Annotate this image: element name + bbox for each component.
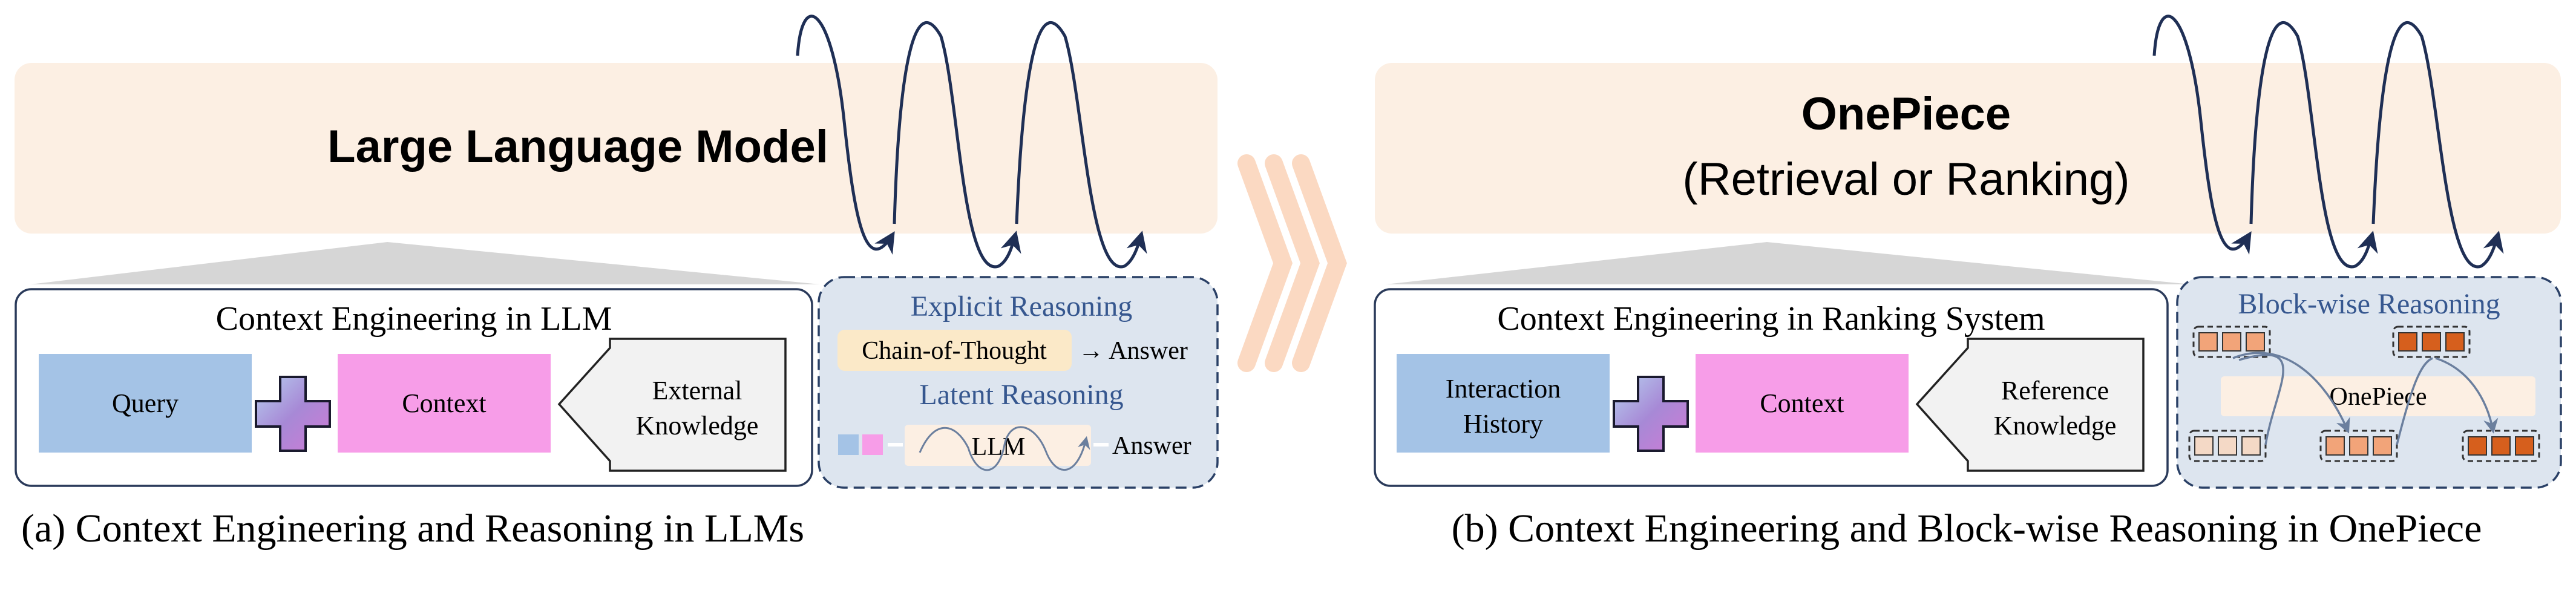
interaction-history-line1: Interaction	[1446, 374, 1561, 404]
latent-loop-line	[919, 426, 1090, 471]
onepiece-inner-label: OnePiece	[2330, 383, 2427, 411]
query-label: Query	[112, 388, 179, 418]
latent-answer-label: Answer	[1112, 432, 1191, 460]
transition-chevrons	[1237, 154, 1347, 372]
context-block	[338, 354, 551, 453]
blockwise-arrow-2	[2396, 357, 2493, 445]
caption-a: (a) Context Engineering and Reasoning in…	[21, 506, 804, 551]
latent-context-token	[862, 434, 883, 455]
external-knowledge-arrow	[557, 338, 787, 472]
block-item	[2491, 436, 2511, 456]
latent-query-token	[838, 434, 859, 455]
ranking-context-label: Context	[1760, 388, 1844, 418]
onepiece-model-bar	[1375, 63, 2561, 234]
block-item	[2222, 332, 2241, 352]
interaction-history-block	[1397, 354, 1610, 453]
chevron-1	[1237, 154, 1293, 372]
interaction-history-line2: History	[1463, 409, 1543, 439]
block-item	[2194, 436, 2214, 456]
caption-b: (b) Context Engineering and Block-wise R…	[1452, 506, 2482, 551]
explicit-answer-label: → Answer	[1078, 337, 1188, 365]
projection-shape	[30, 242, 820, 284]
external-knowledge-line1: External	[652, 376, 742, 405]
plus-icon-b	[1613, 376, 1689, 452]
query-block	[39, 354, 252, 453]
block-item	[2218, 436, 2237, 456]
block-item	[2325, 436, 2345, 456]
ranking-context-box-title: Context Engineering in Ranking System	[1497, 300, 2045, 338]
projection-shape-b	[1386, 242, 2191, 284]
chain-of-thought-block	[837, 330, 1072, 371]
panel-a: Large Language Model Context Engineering…	[15, 15, 1219, 551]
block-item	[2515, 436, 2534, 456]
chevron-2	[1265, 154, 1320, 372]
block-item	[2468, 436, 2487, 456]
llm-loop-arrow-1	[796, 15, 895, 255]
block-item	[2241, 436, 2261, 456]
latent-reasoning-title: Latent Reasoning	[919, 379, 1123, 411]
plus-icon	[255, 376, 331, 452]
block-item	[2349, 436, 2368, 456]
onepiece-loop-arrow-1	[2152, 15, 2252, 255]
context-label: Context	[402, 388, 486, 418]
chain-of-thought-label: Chain-of-Thought	[862, 337, 1047, 365]
block-item	[2198, 332, 2218, 352]
onepiece-model-subtitle: (Retrieval or Ranking)	[1682, 154, 2129, 205]
onepiece-inner-bar	[2221, 376, 2535, 416]
blockwise-reasoning-title: Block-wise Reasoning	[2238, 288, 2500, 320]
reference-knowledge-line1: Reference	[2001, 376, 2109, 405]
onepiece-model-title: OnePiece	[1801, 88, 2011, 140]
onepiece-loop-arrow-2	[2249, 21, 2378, 269]
external-knowledge-line2: Knowledge	[636, 411, 759, 440]
block-item	[2422, 332, 2441, 352]
llm-model-bar	[15, 63, 1218, 234]
reference-knowledge-arrow	[1915, 338, 2145, 472]
llm-loop-arrow-3	[1015, 21, 1147, 269]
chevron-3	[1292, 154, 1347, 372]
explicit-reasoning-title: Explicit Reasoning	[911, 290, 1133, 322]
block-item	[2445, 332, 2465, 352]
llm-loop-arrow-2	[893, 21, 1021, 269]
reference-knowledge-line2: Knowledge	[1994, 411, 2117, 440]
panel-b: OnePiece (Retrieval or Ranking) Context …	[1374, 15, 2562, 551]
block-item	[2246, 332, 2265, 352]
onepiece-loop-arrow-3	[2371, 21, 2504, 269]
block-item	[2373, 436, 2392, 456]
llm-model-title: Large Language Model	[327, 121, 828, 172]
block-item	[2398, 332, 2417, 352]
bottom-block-group-light	[2188, 430, 2267, 462]
top-block-group-dark	[2392, 326, 2471, 358]
blockwise-arrow-1	[2232, 352, 2348, 445]
top-block-group-mid	[2192, 326, 2271, 358]
ranking-context-block	[1696, 354, 1909, 453]
latent-llm-label: LLM	[972, 433, 1026, 461]
latent-llm-block	[905, 425, 1091, 466]
llm-context-box-title: Context Engineering in LLM	[216, 300, 612, 338]
